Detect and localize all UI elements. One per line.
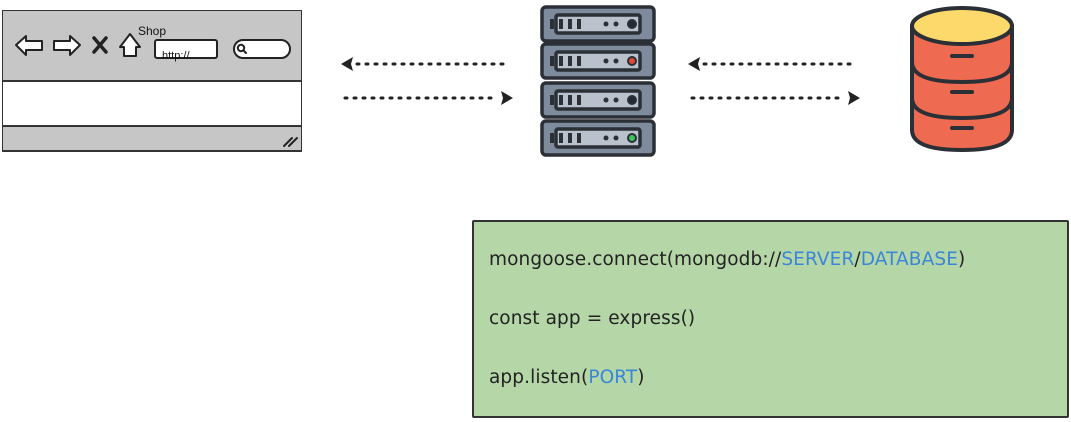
- arrow-to-server: [343, 91, 513, 105]
- code-line-express: const app = express(): [489, 308, 696, 329]
- resize-grip-icon[interactable]: [283, 137, 298, 147]
- code-connect-suffix: ): [958, 249, 966, 270]
- code-separator: /: [854, 249, 861, 270]
- home-icon[interactable]: [119, 33, 141, 57]
- browser-frame: [1, 9, 303, 152]
- code-line-connect: mongoose.connect(mongodb://SERVER/DATABA…: [489, 249, 965, 270]
- arrow-to-server-from-db: [688, 57, 852, 71]
- browser-title: Shop: [137, 24, 167, 38]
- code-listen-prefix: app.listen(: [489, 367, 589, 388]
- forward-arrow-icon[interactable]: [53, 35, 81, 56]
- code-listen-suffix: ): [637, 367, 645, 388]
- server-database-arrows: [688, 57, 860, 105]
- close-icon[interactable]: [92, 36, 108, 54]
- code-connect-prefix: mongoose.connect(mongodb://: [489, 249, 782, 270]
- arrow-to-browser: [341, 57, 505, 71]
- url-text: http://: [162, 50, 190, 62]
- code-box: mongoose.connect(mongodb://SERVER/DATABA…: [472, 220, 1069, 418]
- browser-window: Shop http://: [1, 9, 303, 152]
- search-icon: [236, 43, 247, 54]
- code-database-keyword: DATABASE: [860, 249, 958, 270]
- back-arrow-icon[interactable]: [15, 35, 43, 56]
- server-icon: [540, 5, 656, 157]
- database-icon: [910, 6, 1014, 152]
- search-field[interactable]: [233, 39, 291, 59]
- browser-server-arrows: [341, 57, 513, 105]
- arrow-to-database: [690, 91, 860, 105]
- code-line-listen: app.listen(PORT): [489, 367, 645, 388]
- code-server-keyword: SERVER: [781, 249, 855, 270]
- code-port-keyword: PORT: [588, 367, 638, 388]
- url-field[interactable]: [154, 39, 218, 59]
